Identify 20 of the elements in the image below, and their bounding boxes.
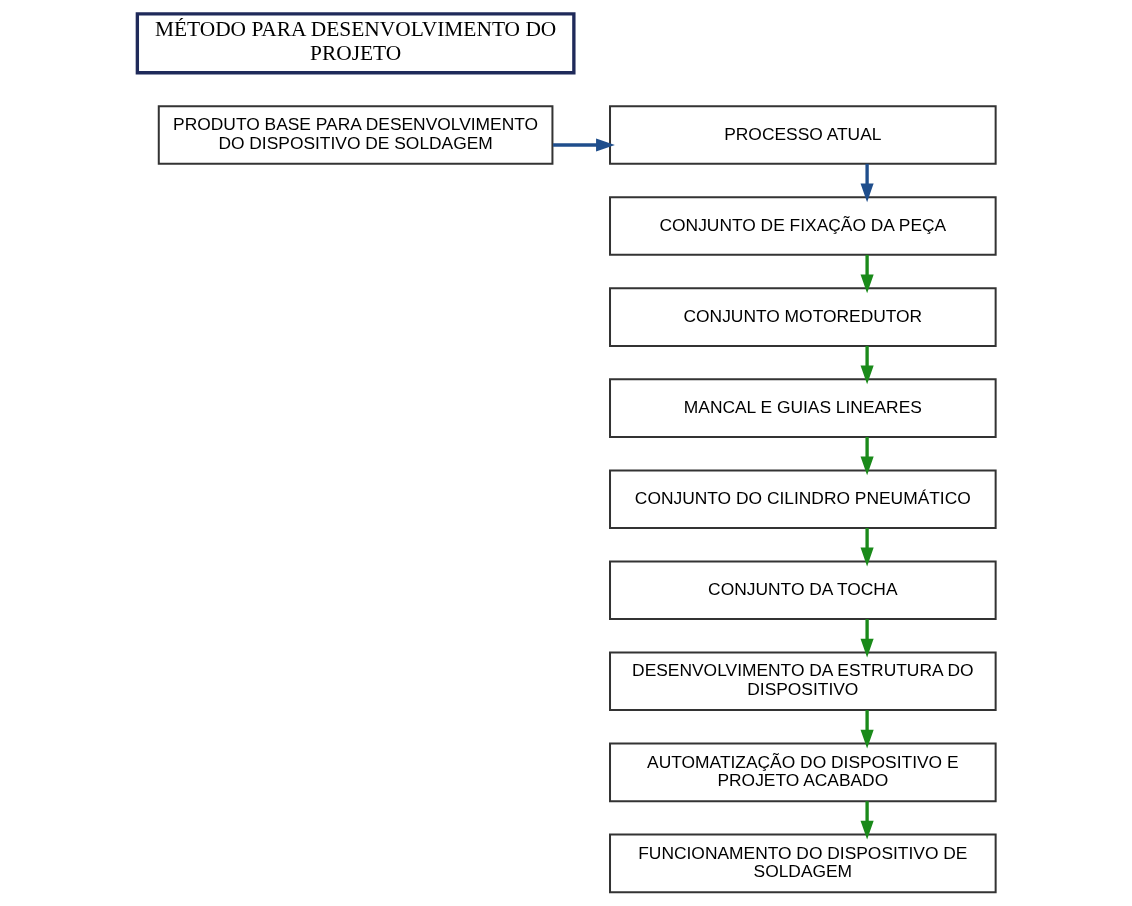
arrow (860, 619, 874, 658)
node-box: CONJUNTO DO CILINDRO PNEUMÁTICO (608, 469, 997, 529)
arrow (860, 163, 874, 203)
node-box: MANCAL E GUIAS LINEARES (608, 378, 997, 438)
arrow (860, 254, 874, 294)
node-box: CONJUNTO DE FIXAÇÃO DA PEÇA (608, 196, 997, 256)
node-box: AUTOMATIZAÇÃO DO DISPOSITIVO E PROJETO ACABADO (608, 742, 997, 803)
node-box: PROCESSO ATUAL (608, 105, 997, 165)
arrow (860, 801, 874, 840)
node-box: CONJUNTO DA TOCHA (608, 560, 997, 621)
arrow (860, 710, 874, 749)
arrow (552, 138, 615, 152)
arrow (860, 436, 874, 476)
arrow (860, 345, 874, 385)
node-box: DESENVOLVIMENTO DA ESTRUTURA DO DISPOSITIVO (608, 651, 997, 712)
node-box: CONJUNTO MOTOREDUTOR (608, 287, 997, 347)
node-box: FUNCIONAMENTO DO DISPOSITIVO DE SOLDAGEM (608, 833, 997, 894)
arrow (860, 528, 874, 567)
node-box: PRODUTO BASE PARA DESENVOLVIMENTO DO DISPOSITIVO DE SOLDAGEM (157, 105, 553, 165)
node-box: MÉTODO PARA DESENVOLVIMENTO DO PROJETO (135, 12, 576, 75)
